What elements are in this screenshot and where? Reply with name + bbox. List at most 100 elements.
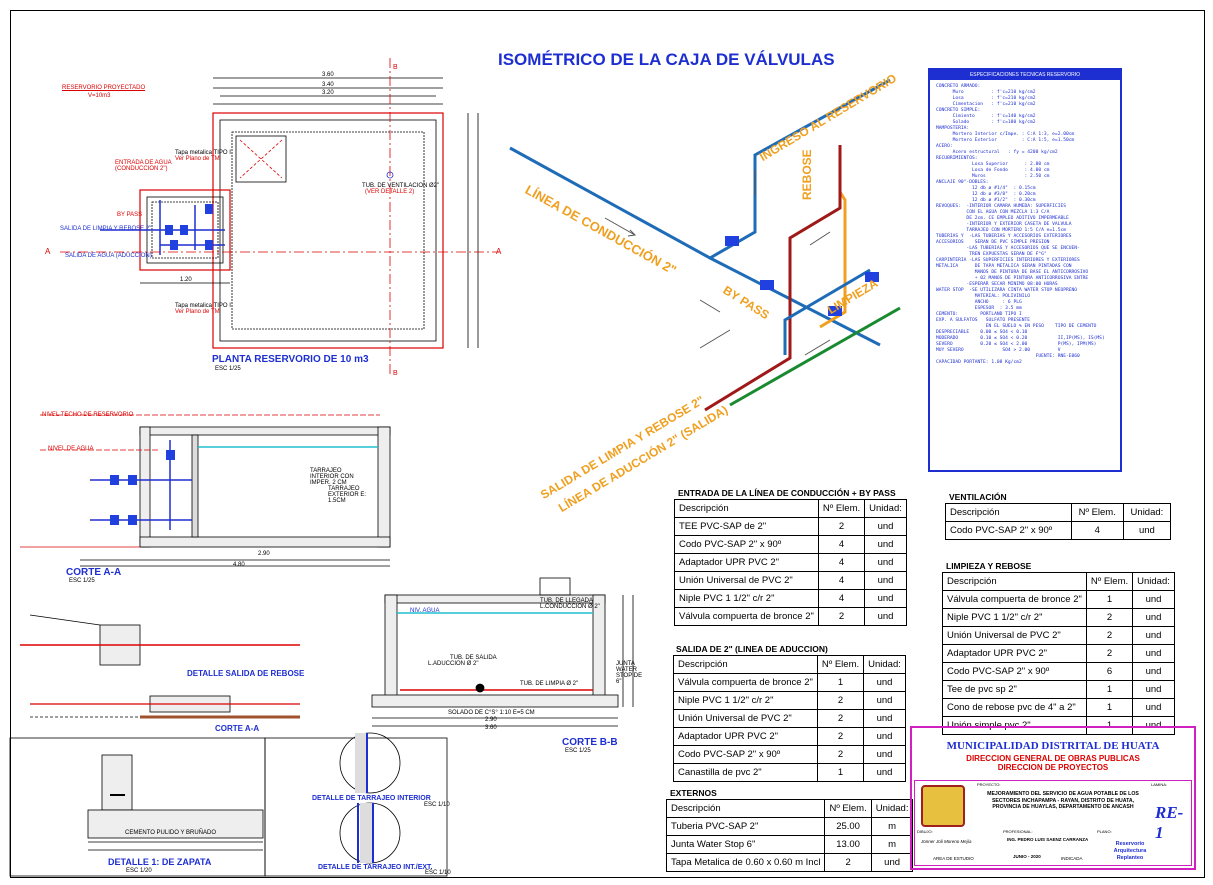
table-cell: Tapa Metalica de 0.60 x 0.60 m Incl [665, 853, 826, 872]
spec-line: TUBERIAS Y -LAS TUBERIAS Y ACCESORIOS EX… [936, 234, 1072, 239]
table-header-cell: Descripción [665, 799, 826, 818]
spec-line: SEVERO 0.20 ≤ SO4 < 2.00 P(MS), IPM(MS) [936, 342, 1097, 347]
table-header-cell: Nº Elem. [816, 655, 865, 674]
dibujo-label: DIBUJO: [917, 829, 933, 834]
tarrajeo-interior-label: TARRAJEO INTERIOR CON IMPER. 2 CM [310, 468, 354, 486]
spec-line: EXP. A SULFATOS SULFATO PRESENTE [936, 318, 1031, 323]
spec-line: Losa de Fondo : 4.00 cm [936, 168, 1050, 173]
table-cell: 2 [816, 709, 865, 728]
spec-line: Cimiento : f'c=140 kg/cm2 [936, 114, 1036, 119]
table-cell: m [870, 817, 914, 836]
spec-line: Cimentacion : f'c=210 kg/cm2 [936, 102, 1036, 107]
nivel-agua-bb: NIV. AGUA [410, 608, 440, 614]
dibujo-name: Jonner Joli Moreno Mejía [921, 839, 972, 844]
table-cell: Adaptador UPR PVC 2" [673, 727, 818, 746]
table-cell: 1 [1085, 698, 1134, 717]
table-cell: Tee de pvc sp 2" [942, 680, 1087, 699]
table-cell: Niple PVC 1 1/2" c/r 2" [673, 691, 818, 710]
sheet-number: RE-1 [1155, 803, 1184, 842]
conduccion-label: (CONDUCCION 2") [115, 166, 168, 172]
spec-line: CAPACIDAD PORTANTE: 1.08 Kg/cm2 [936, 360, 1022, 365]
table-cell: 6 [1085, 662, 1134, 681]
table-cell: und [1132, 680, 1175, 699]
table-cell: und [864, 571, 907, 590]
table-entrada-title: ENTRADA DE LA LÍNEA DE CONDUCCIÓN + BY P… [678, 488, 896, 498]
spec-line: Mortero Exterior : C:A 1:5, e=1.50cm [936, 138, 1075, 143]
iso-valves [725, 236, 879, 316]
specifications-body: CONCRETO ARMADO: Muro : f'c=210 kg/cm2 L… [930, 80, 1120, 370]
iso-flow-arrows [604, 170, 831, 356]
table-cell: und [1132, 626, 1175, 645]
dim-480-aa: 4.80 [233, 562, 245, 568]
table-cell: 2 [817, 607, 866, 626]
spec-line: -ESPERAR SECAR MINIMO 08:00 HORAS [936, 282, 1058, 287]
table-cell: Cono de rebose pvc de 4" a 2" [942, 698, 1087, 717]
spec-line: 12 db ø #1/4" : 0.15cm [936, 186, 1036, 191]
junta-water-label: JUNTA WATER STOP DE 6" [616, 661, 643, 685]
tapa-metalica-label-2: Tapa metalica TIPO I [175, 303, 231, 309]
table-header-cell: Unidad: [864, 499, 907, 518]
dim-360-top: 3.60 [322, 72, 334, 78]
ver-plano-label-2: Ver Plano de TM [175, 309, 220, 315]
table-cell: 1 [1085, 680, 1134, 699]
table-header-cell: Unidad: [863, 655, 906, 674]
table-cell: Unión simple pvc 2" [942, 716, 1087, 735]
dim-290-aa: 2.90 [258, 551, 270, 557]
spec-line: Losa Superior : 2.00 cm [936, 162, 1050, 167]
table-cell: und [863, 673, 906, 692]
table-header-cell: Nº Elem. [817, 499, 866, 518]
spec-line: ACERO: [936, 144, 953, 149]
table-cell: Canastilla de pvc 2" [673, 763, 818, 782]
detalle-tarrajeo-int-scale: ESC 1/10 [424, 802, 450, 808]
spec-line: RECUBRIMIENTOS: [936, 156, 978, 161]
spec-line: EN EL SUELO % EN PESO TIPO DE CEMENTO [936, 324, 1097, 329]
sheet-frame [10, 10, 1205, 878]
table-cell: und [1132, 608, 1175, 627]
table-cell: 2 [817, 517, 866, 536]
table-cell: 2 [1085, 608, 1134, 627]
detalle-zapata-scale: ESC 1/20 [126, 868, 152, 874]
spec-line: TREN EXPUESTAS SERAN DE F°G° [936, 252, 1047, 257]
spec-line: Acero estructural : fy = 4200 kg/cm2 [936, 150, 1058, 155]
table-header-cell: Descripción [945, 503, 1072, 522]
spec-line: ESPESOR : 3.5 mm [936, 306, 1022, 311]
spec-line: MATERIAL: POLIVINILO [936, 294, 1031, 299]
spec-line: ANCHO : 6 PLG [936, 300, 1022, 305]
spec-line: MAMPOSTERIA: [936, 126, 970, 131]
planta-reservorio-drawing [60, 58, 500, 375]
table-cell: 13.00 [824, 835, 872, 854]
spec-line: MODERADO 0.10 ≤ SO4 < 0.20 II,IP(MS), IS… [936, 336, 1105, 341]
entrada-agua-label: ENTRADA DE AGUA [115, 160, 172, 166]
detalle-rebose-drawing [20, 614, 300, 719]
spec-line: CARPINTERIA -LAS SUPERFICIES INTERIORES … [936, 258, 1080, 263]
spec-line: CONCRETO ARMADO: [936, 84, 981, 89]
table-header-cell: Descripción [942, 572, 1087, 591]
table-cell: Adaptador UPR PVC 2" [674, 553, 819, 572]
spec-line: 12 db ø #3/8" : 0.20cm [936, 192, 1036, 197]
detalle-rebose-title: DETALLE SALIDA DE REBOSE [187, 669, 305, 678]
ver-detalle-label: (VER DETALLE 2) [365, 189, 415, 195]
table-cell: Codo PVC-SAP 2" x 90º [942, 662, 1087, 681]
table-cell: 25.00 [824, 817, 872, 836]
table-cell: und [864, 517, 907, 536]
spec-line: METALICA DE TAPA METALICA SERAN PINTADAS… [936, 264, 1072, 269]
spec-line: + 02 MANOS DE PINTURA ANTICORROSIVA ENTR… [936, 276, 1089, 281]
fecha: JUNIO - 2020 [1013, 854, 1041, 859]
corte-bb-drawing [371, 577, 634, 727]
table-cell: und [864, 589, 907, 608]
cemento-pulido-label: CEMENTO PULIDO Y BRUÑADO [125, 830, 217, 836]
tub-salida-label: TUB. DE SALIDA [450, 655, 497, 661]
spec-line: Losa : f'c=210 kg/cm2 [936, 96, 1036, 101]
table-cell: Unión Universal de PVC 2" [674, 571, 819, 590]
